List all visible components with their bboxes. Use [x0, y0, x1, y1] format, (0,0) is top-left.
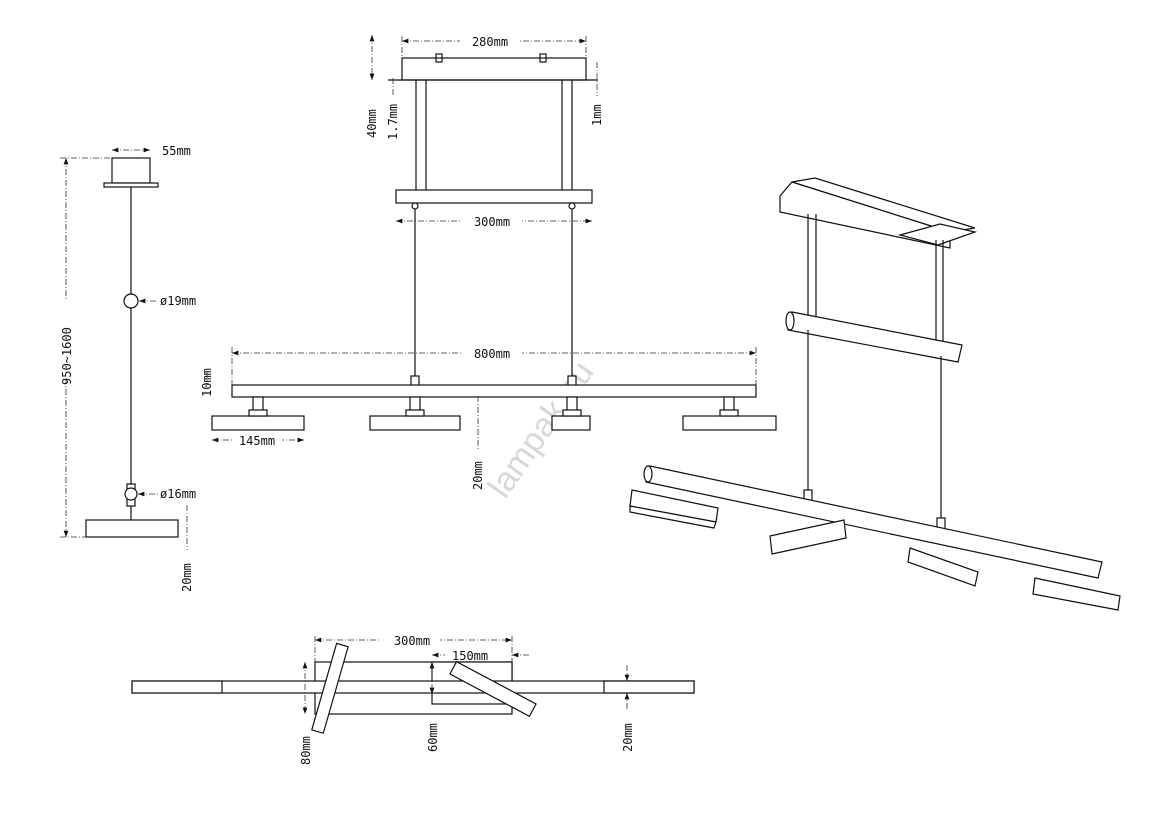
dim-head-height: 20mm	[471, 461, 485, 490]
dim-plate-thickness: 1.7mm	[386, 104, 400, 140]
dim-head-depth: 20mm	[621, 723, 635, 752]
dim-side-canopy: 55mm	[162, 144, 191, 158]
upper-bar	[395, 189, 593, 204]
dim-bottom-canopy: 300mm	[394, 634, 430, 648]
dim-height-range: 950~1600	[60, 327, 74, 385]
dim-canopy-height: 40mm	[365, 109, 379, 138]
dim-head-width: 145mm	[239, 434, 275, 448]
dim-side-head-height: 20mm	[180, 563, 194, 592]
dim-total-width: 800mm	[474, 347, 510, 361]
side-view: 55mm 950~1600 ø19mm ø16mm 20mm	[58, 144, 196, 592]
bottom-view: 300mm 150mm 80mm 60mm 20mm	[131, 633, 695, 765]
front-view: 280mm 300mm 800mm 145mm 40mm 1.7mm 1mm 1…	[200, 34, 777, 490]
dim-half-width: 150mm	[452, 649, 488, 663]
dim-bar-height: 10mm	[200, 368, 214, 397]
main-bar	[231, 384, 757, 398]
dim-canopy-width: 280mm	[472, 35, 508, 49]
dim-upper-ball: ø19mm	[160, 294, 196, 308]
dim-bar-width: 300mm	[474, 215, 510, 229]
dim-lower-ball: ø16mm	[160, 487, 196, 501]
canopy	[401, 57, 587, 81]
dim-canopy-depth: 80mm	[299, 736, 313, 765]
perspective-view	[629, 177, 1121, 611]
dim-inner-depth: 60mm	[426, 723, 440, 752]
dim-gap: 1mm	[590, 104, 604, 126]
